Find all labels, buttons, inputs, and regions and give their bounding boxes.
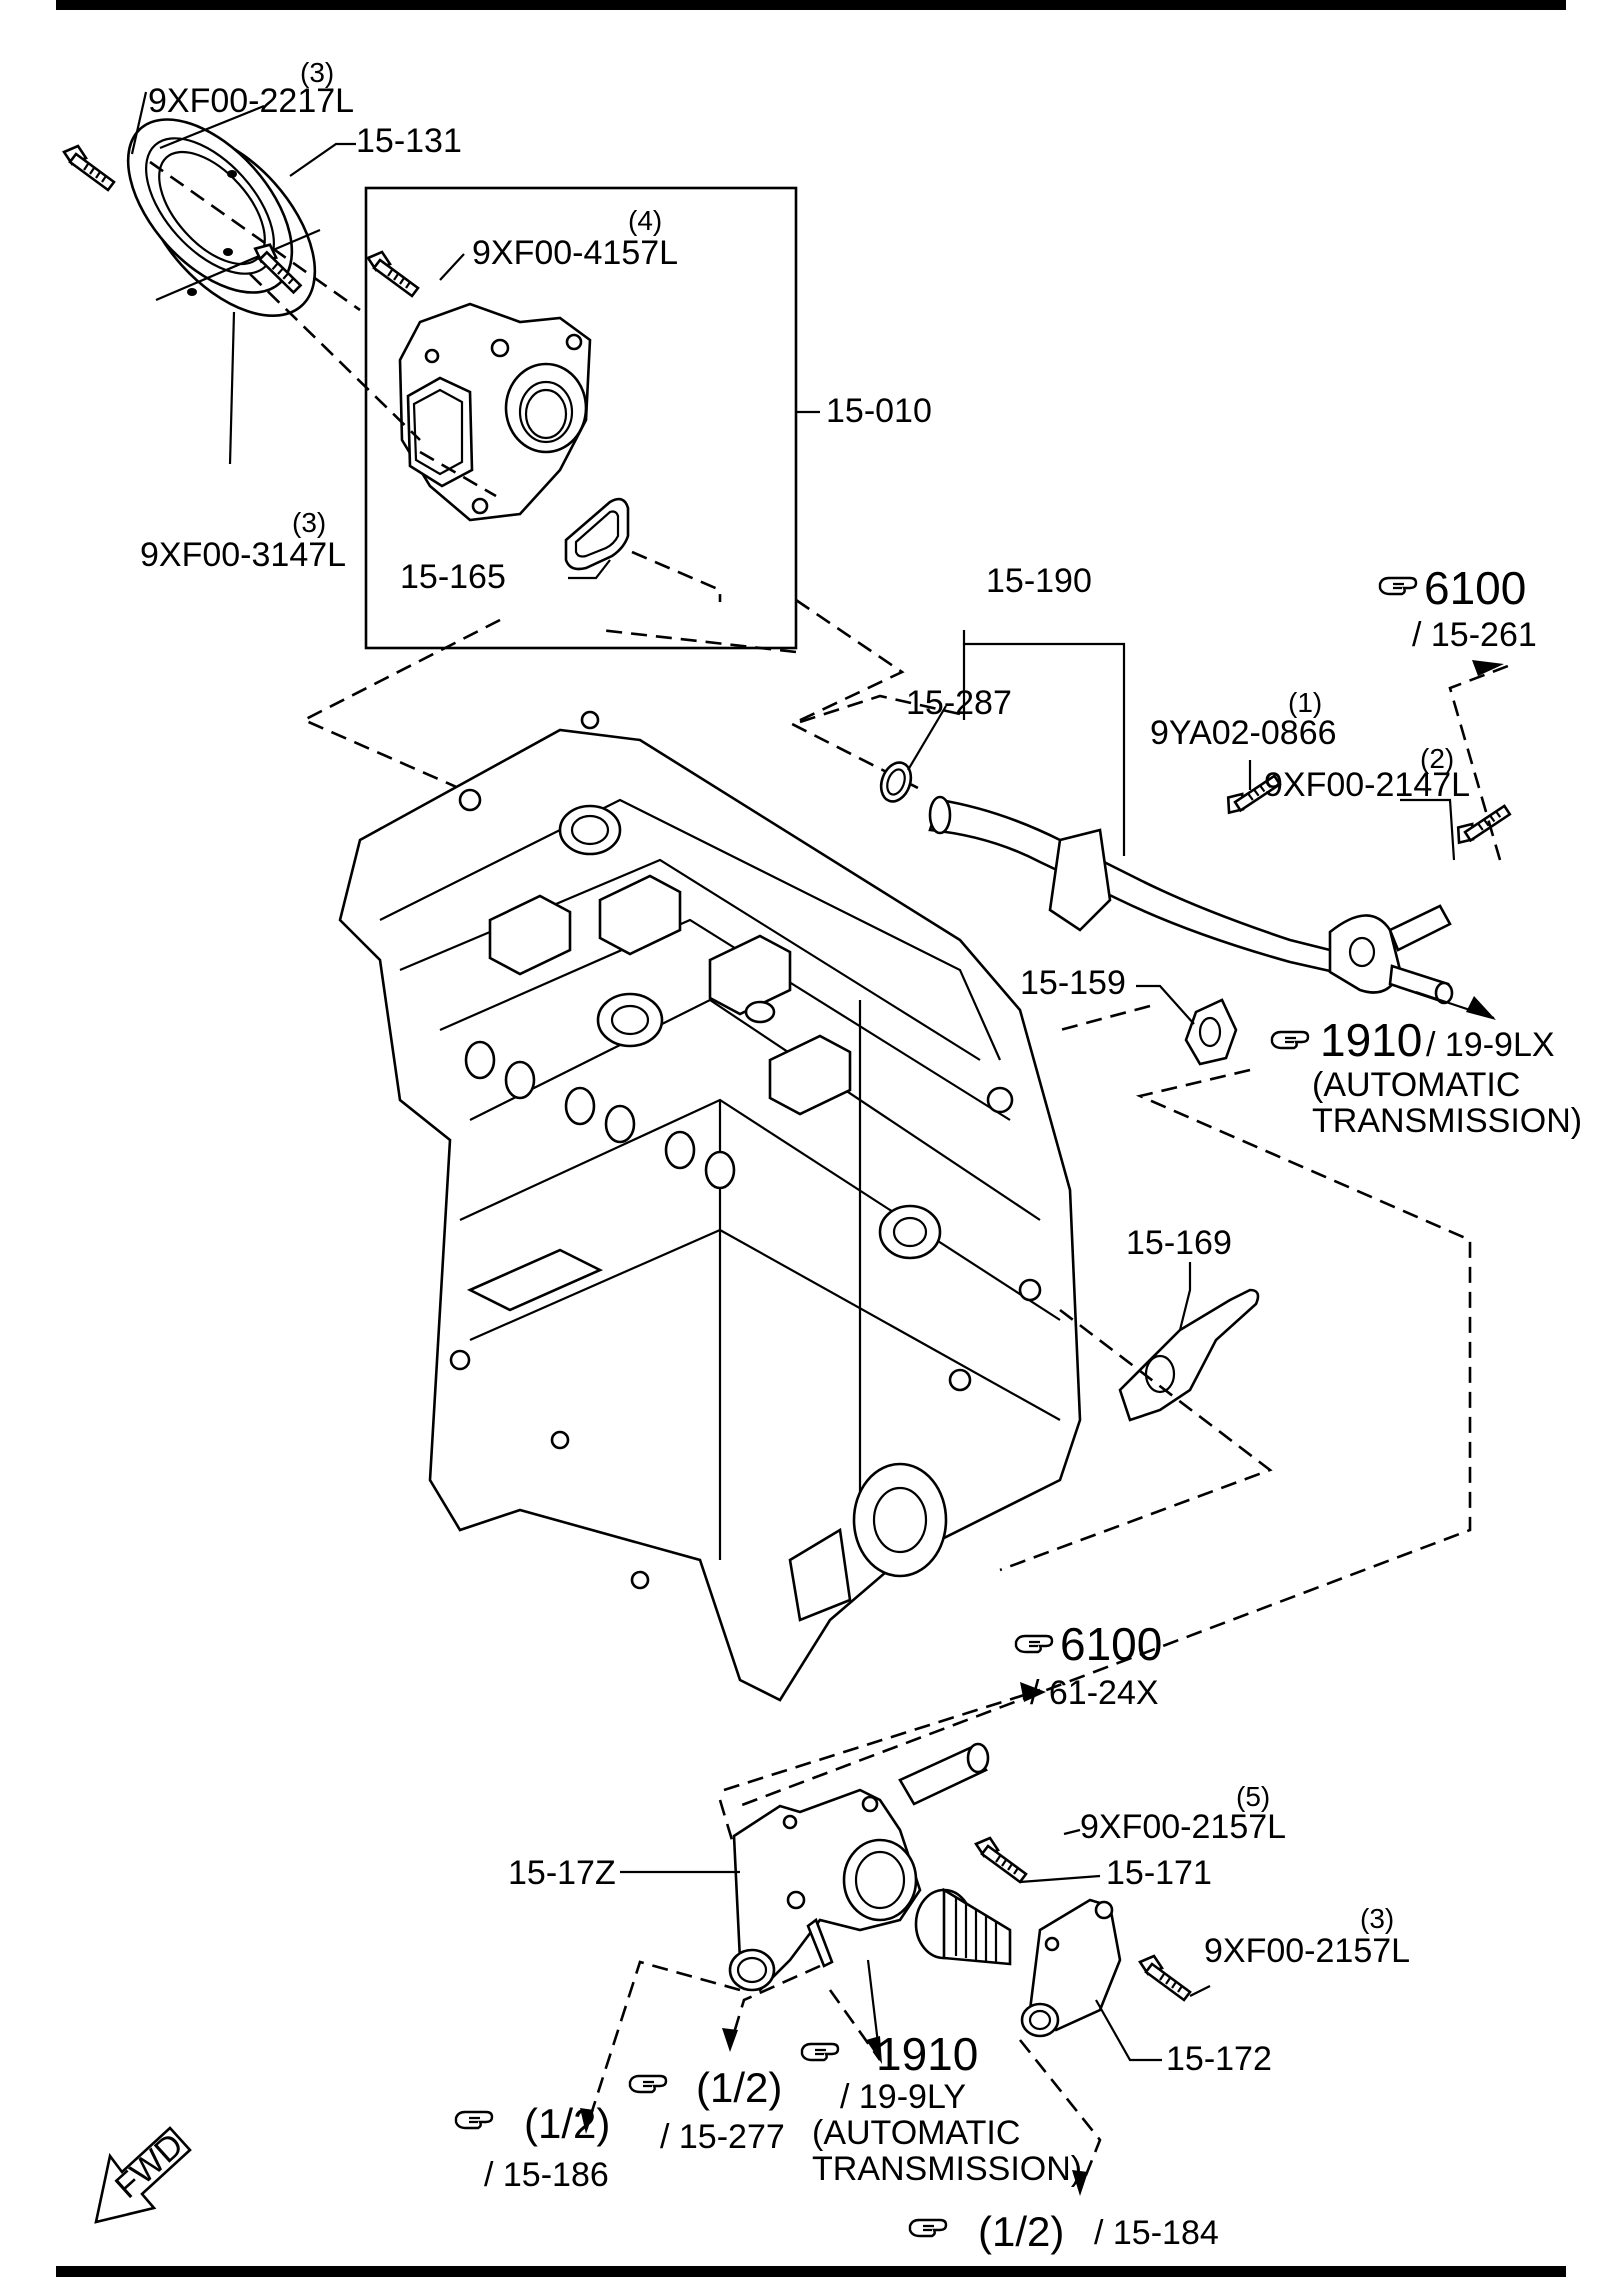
thermostat-housing-drawing: [728, 1742, 990, 1993]
bolt-part-number: 9XF00-2147L: [1264, 766, 1470, 804]
part-number-label: 15-171: [1106, 1854, 1212, 1892]
part-number-label: 15-010: [826, 392, 932, 430]
gasket-drawing: [1184, 998, 1238, 1066]
ref-page[interactable]: 1910: [876, 2028, 978, 2080]
ref-page[interactable]: (1/2): [524, 2100, 610, 2147]
water-pump-box: [364, 186, 798, 650]
bolt-qty: (3): [1360, 1903, 1394, 1934]
part-number-label: 15-172: [1166, 2040, 1272, 2078]
ref-note: (AUTOMATIC: [1312, 1066, 1520, 1104]
ref-sub: / 61-24X: [1030, 1674, 1159, 1712]
pointing-hand-icon: [1014, 1634, 1054, 1654]
gasket-drawing: [564, 497, 630, 571]
bolt-qty: (4): [628, 205, 662, 236]
ref-sub: / 15-277: [660, 2118, 785, 2156]
engine-block-drawing: [338, 710, 1082, 1702]
ref-note: (AUTOMATIC: [812, 2114, 1020, 2152]
pointing-hand-icon: [800, 2042, 840, 2062]
water-pump-drawing: [398, 302, 592, 522]
part-number-label: 15-131: [356, 122, 462, 160]
fwd-arrow-icon: FWD: [94, 2126, 192, 2224]
part-number-label: 15-159: [1020, 964, 1126, 1002]
ref-sub: / 19-9LY: [840, 2078, 966, 2116]
bolt-part-number: 9XF00-2217L: [148, 82, 354, 120]
bolt-part-number: 9XF00-2157L: [1080, 1808, 1286, 1846]
thermostat-cover-drawing: [1020, 1898, 1122, 2038]
bolt-qty: (2): [1420, 743, 1454, 774]
pointing-hand-icon: [628, 2074, 668, 2094]
part-number-label: 15-190: [986, 562, 1092, 600]
bolt-icon: [974, 1836, 1028, 1884]
bolt-part-number: 9XF00-2157L: [1204, 1932, 1410, 1970]
water-pipe-drawing: [928, 795, 1454, 1005]
part-number-label: 15-169: [1126, 1224, 1232, 1262]
pointing-hand-icon: [1378, 576, 1418, 596]
pointing-hand-icon: [454, 2110, 494, 2130]
bottom-border: [56, 2266, 1566, 2277]
bolt-icon: [366, 250, 420, 298]
bolt-part-number: 9XF00-3147L: [140, 536, 346, 574]
pointing-hand-icon: [908, 2218, 948, 2238]
ref-sub: / 15-186: [484, 2156, 609, 2194]
bolt-qty: (3): [292, 507, 326, 538]
ref-page[interactable]: (1/2): [978, 2208, 1064, 2255]
bolt-qty: (3): [300, 57, 334, 88]
thermostat-drawing: [914, 1887, 1012, 1966]
bolt-part-number: 9XF00-4157L: [472, 234, 678, 272]
part-number-label: 15-17Z: [508, 1854, 616, 1892]
pulley-drawing: [126, 104, 321, 317]
ref-page[interactable]: 6100: [1424, 562, 1526, 614]
pointing-hand-icon: [1270, 1030, 1310, 1050]
part-number-label: 15-287: [906, 684, 1012, 722]
ref-page[interactable]: 6100: [1060, 1618, 1162, 1670]
gasket-drawing: [1118, 1288, 1260, 1422]
bolt-qty: (5): [1236, 1781, 1270, 1812]
ref-sub: / 15-261: [1412, 616, 1537, 654]
ref-sub: / 19-9LX: [1426, 1026, 1555, 1064]
top-border: [56, 0, 1566, 10]
ref-note: TRANSMISSION): [812, 2150, 1082, 2188]
bolt-icon: [62, 144, 116, 192]
part-number-label: 15-165: [400, 558, 506, 596]
bolt-part-number: 9YA02-0866: [1150, 714, 1337, 752]
ref-sub: / 15-184: [1094, 2214, 1219, 2252]
ref-page[interactable]: 1910: [1320, 1014, 1422, 1066]
bolt-qty: (1): [1288, 687, 1322, 718]
ref-note: TRANSMISSION): [1312, 1102, 1582, 1140]
ref-page[interactable]: (1/2): [696, 2064, 782, 2111]
bolt-icon: [1138, 1954, 1192, 2002]
